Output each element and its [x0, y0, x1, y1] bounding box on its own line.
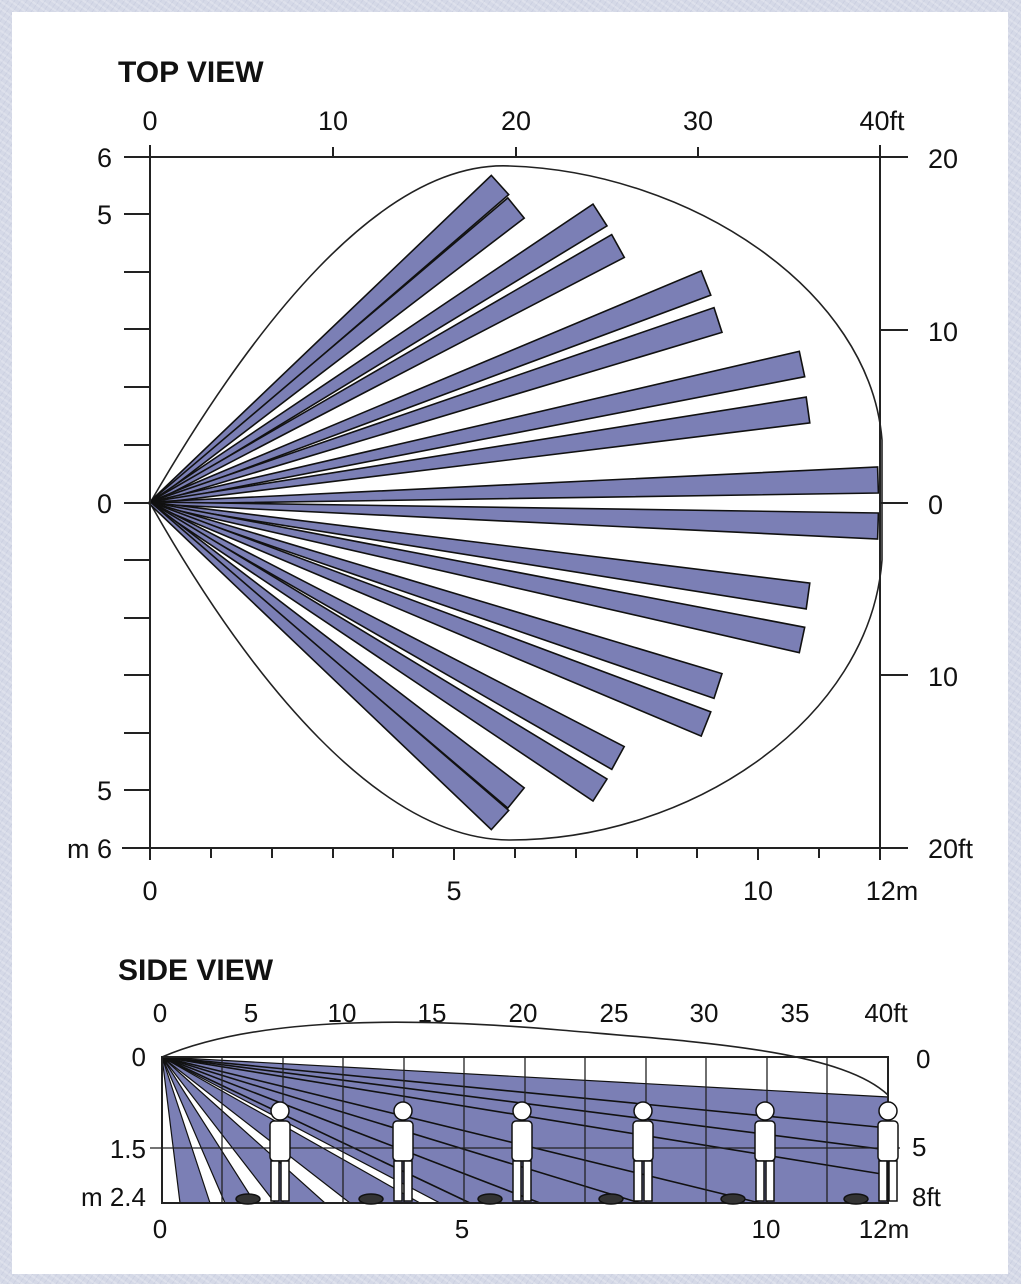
person-figure [358, 1101, 414, 1205]
side-bottom-label-10: 10 [752, 1214, 781, 1244]
side-left-label-2-4: m 2.4 [81, 1182, 146, 1212]
person-figure [720, 1101, 776, 1205]
top-view: TOP VIEW 0 10 20 30 40ft 6 5 [67, 56, 974, 906]
side-bottom-label-5: 5 [455, 1214, 469, 1244]
left-m-label-6-top: 6 [97, 143, 112, 173]
top-ft-label-20: 20 [501, 106, 531, 136]
side-ft-label-0: 0 [153, 998, 167, 1028]
right-ft-label-10-bottom: 10 [928, 662, 958, 692]
top-ft-label-10: 10 [318, 106, 348, 136]
right-ft-label-20-bottom: 20ft [928, 834, 974, 864]
right-ft-label-0: 0 [928, 490, 943, 520]
left-m-label-5-top: 5 [97, 200, 112, 230]
left-m-label-6-bottom: m 6 [67, 834, 112, 864]
side-left-label-1-5: 1.5 [110, 1134, 146, 1164]
right-ft-label-10-top: 10 [928, 317, 958, 347]
top-view-top-ticks [149, 145, 881, 157]
bottom-m-label-5: 5 [446, 876, 461, 906]
top-view-title: TOP VIEW [118, 56, 264, 89]
top-view-bottom-ticks [149, 848, 881, 860]
side-ft-label-20: 20 [509, 998, 538, 1028]
person-figure [477, 1101, 533, 1205]
person-figure [843, 1101, 899, 1205]
side-coverage-arc [161, 1021, 889, 1096]
side-left-label-0: 0 [132, 1042, 146, 1072]
left-m-label-0: 0 [97, 489, 112, 519]
side-bottom-label-12: 12m [859, 1214, 910, 1244]
top-ft-label-40: 40ft [859, 106, 905, 136]
top-view-right-ticks [880, 156, 908, 849]
coverage-envelope [149, 165, 883, 841]
person-figures [235, 1101, 899, 1205]
beam-group [148, 174, 880, 831]
top-ft-label-0: 0 [142, 106, 157, 136]
side-ft-label-35: 35 [781, 998, 810, 1028]
side-right-label-5: 5 [912, 1132, 926, 1162]
side-right-label-8: 8ft [912, 1182, 942, 1212]
side-ft-label-25: 25 [600, 998, 629, 1028]
bottom-m-label-12: 12m [866, 876, 919, 906]
person-figure [235, 1101, 291, 1205]
side-view-title: SIDE VIEW [118, 954, 274, 987]
person-figure [598, 1101, 654, 1205]
top-view-left-ticks [124, 156, 150, 791]
side-ft-label-40: 40ft [864, 998, 908, 1028]
side-view: SIDE VIEW 0 5 10 15 20 25 30 35 40ft [81, 954, 942, 1244]
bottom-m-label-0: 0 [142, 876, 157, 906]
bottom-m-label-10: 10 [743, 876, 773, 906]
top-ft-label-30: 30 [683, 106, 713, 136]
left-m-label-5-bottom: 5 [97, 776, 112, 806]
side-ft-label-30: 30 [690, 998, 719, 1028]
side-right-label-0: 0 [916, 1044, 930, 1074]
side-bottom-label-0: 0 [153, 1214, 167, 1244]
side-ft-label-5: 5 [244, 998, 258, 1028]
right-ft-label-20-top: 20 [928, 144, 958, 174]
